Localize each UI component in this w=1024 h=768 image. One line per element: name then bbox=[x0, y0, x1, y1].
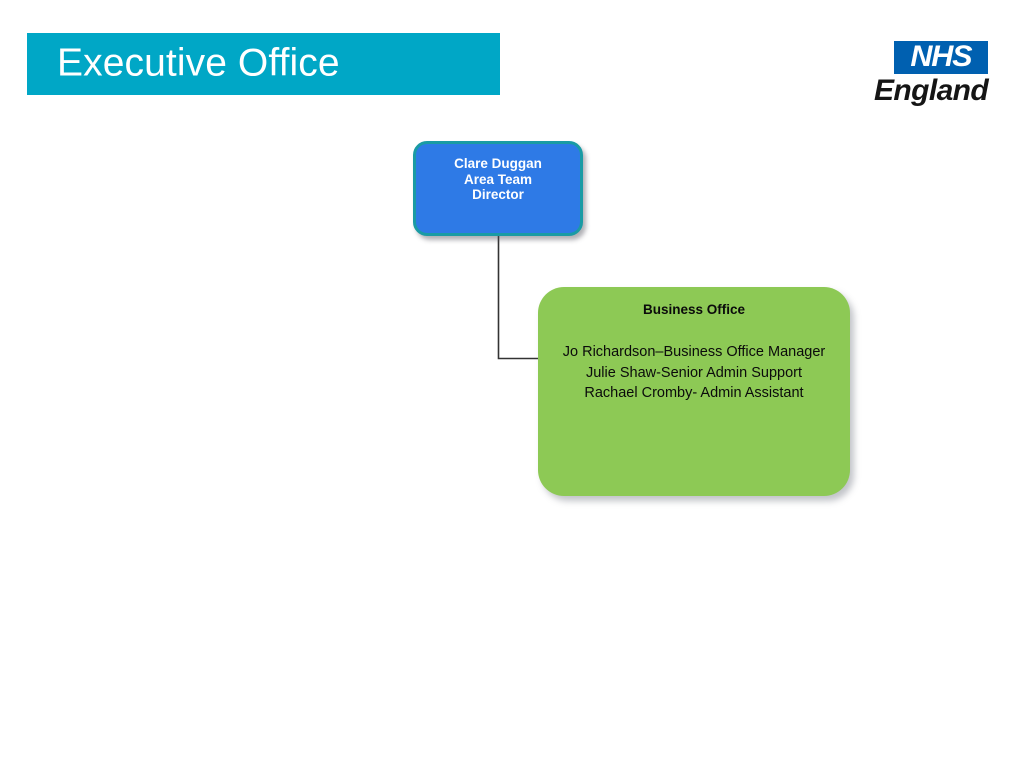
org-node-business-office[interactable]: Business Office Jo Richardson–Business O… bbox=[538, 287, 850, 496]
org-node-business-office-staff-list: Jo Richardson–Business Office Manager Ju… bbox=[562, 344, 826, 401]
org-node-director[interactable]: Clare Duggan Area Team Director bbox=[413, 141, 583, 236]
page-title: Executive Office bbox=[57, 41, 340, 85]
title-banner: Executive Office bbox=[27, 33, 500, 95]
nhs-logo-text: NHS bbox=[910, 40, 973, 73]
org-node-director-label: Clare Duggan Area Team Director bbox=[454, 156, 542, 202]
connector-path-director-to-business-office bbox=[497, 236, 540, 360]
nhs-logo-box: NHS bbox=[894, 41, 988, 74]
org-node-business-office-heading: Business Office bbox=[642, 302, 746, 317]
nhs-england-logo: NHS England bbox=[874, 41, 994, 116]
nhs-england-wordmark: England bbox=[874, 74, 989, 107]
